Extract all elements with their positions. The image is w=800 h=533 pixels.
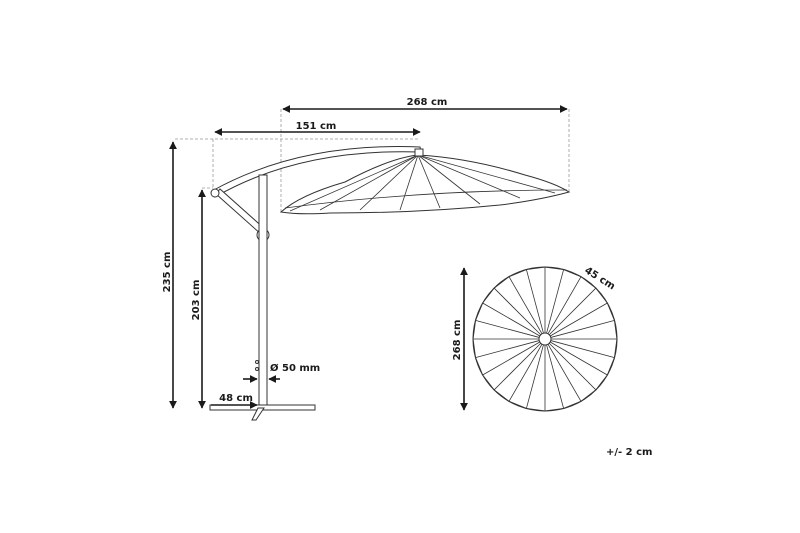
top-view-rib xyxy=(475,319,540,338)
top-view-edge xyxy=(472,266,618,412)
total-height-label: 235 cm xyxy=(162,252,173,293)
tolerance-label: +/- 2 cm xyxy=(606,447,652,458)
top-view-rib xyxy=(550,319,615,338)
top-view-rib xyxy=(547,276,582,335)
top-view-rib xyxy=(508,276,543,335)
umbrella-top-view xyxy=(472,266,618,412)
top-view-rib xyxy=(525,344,544,409)
top-view-rib xyxy=(548,342,597,391)
pole-diameter-label: Ø 50 mm xyxy=(270,362,320,374)
base-width-label: 48 cm xyxy=(219,393,253,404)
top-view-rib xyxy=(525,269,544,334)
top-view-rib xyxy=(493,342,542,391)
umbrella-side-view xyxy=(209,146,571,421)
top-view-rib xyxy=(550,340,615,359)
top-view-rib xyxy=(482,302,541,337)
canopy-width-label: 268 cm xyxy=(407,97,448,108)
top-view-rib xyxy=(547,343,582,402)
guide-lines xyxy=(175,109,570,212)
arm-reach-label: 151 cm xyxy=(296,121,337,132)
top-view-rib xyxy=(508,343,543,402)
top-view-rib xyxy=(475,340,540,359)
top-view-diameter-label: 268 cm xyxy=(452,320,463,361)
clearance-height-label: 203 cm xyxy=(191,280,202,321)
pole xyxy=(258,174,268,408)
top-view-rib xyxy=(482,341,541,376)
top-view-rib xyxy=(546,269,565,334)
top-view-rib xyxy=(493,287,542,336)
top-view-rib xyxy=(549,341,608,376)
top-view-rib xyxy=(546,344,565,409)
top-view-rib xyxy=(549,302,608,337)
top-view-rib xyxy=(548,287,597,336)
